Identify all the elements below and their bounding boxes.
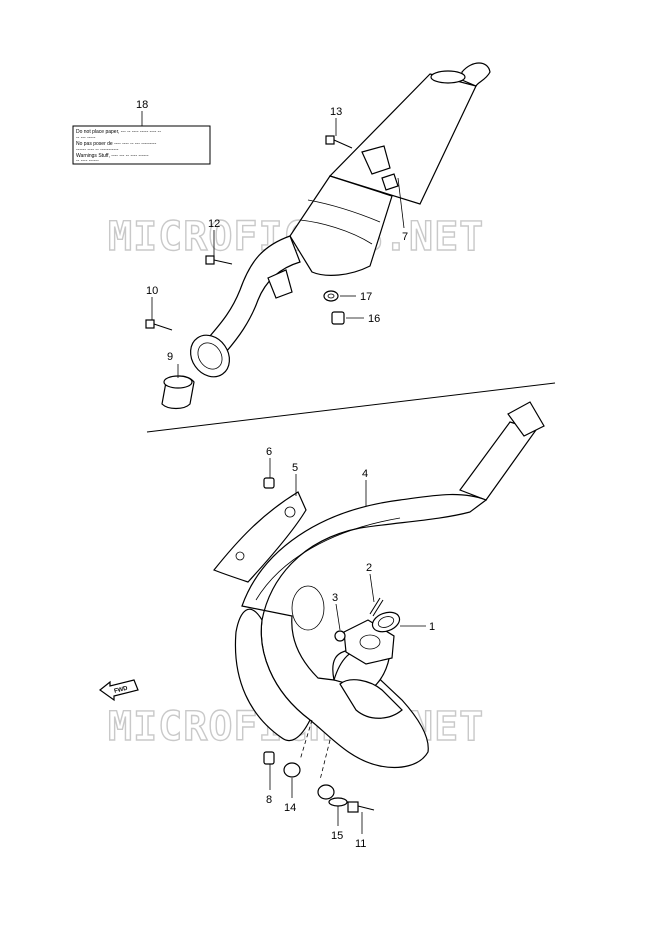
bolt-6: [263, 477, 275, 489]
leader-7: [397, 177, 405, 229]
expansion-chamber-assembly: [213, 401, 545, 813]
silencer-bracket-tab: [381, 173, 399, 191]
heat-shield-hole-1: [284, 506, 296, 518]
bolt-12-shank: [213, 259, 233, 265]
bolt-10-shank: [153, 323, 173, 331]
grommet-14: [283, 762, 301, 778]
heat-shield: [213, 491, 307, 583]
callout-5: 5: [292, 462, 298, 474]
callout-8: 8: [266, 794, 272, 806]
washer-15: [328, 797, 348, 807]
callout-11: 11: [355, 838, 366, 850]
callout-7: 7: [402, 231, 408, 243]
forward-direction-arrow: FWD: [99, 679, 139, 702]
bolt-13-head: [325, 135, 335, 145]
warning-label-line-1: Do not place paper, --- -- ---- ----- --…: [76, 129, 161, 135]
bolt-12: [205, 255, 233, 265]
grommet-15: [317, 784, 335, 800]
bolt-13: [325, 135, 353, 149]
silencer-body: [328, 73, 477, 205]
callout-13: 13: [330, 106, 342, 118]
chamber-belly: [234, 608, 311, 742]
bolt-13-shank: [333, 139, 353, 149]
bolt-11-shank: [357, 805, 375, 811]
warning-label-frame: [72, 125, 211, 165]
callout-18: 18: [136, 99, 148, 111]
bolt-8: [263, 751, 275, 765]
silencer-bracket: [361, 145, 391, 175]
silencer-end-cap: [430, 70, 466, 84]
warning-label-line-6: -- ---- ------: [76, 158, 99, 164]
exhaust-stud-2: [372, 599, 384, 617]
exhaust-clamp-inner: [197, 342, 223, 370]
exhaust-stud: [369, 597, 381, 615]
callout-15: 15: [331, 830, 343, 842]
warning-label-line-4: ------ ---- -- -----------: [76, 147, 119, 153]
callout-1: 1: [429, 621, 435, 633]
chamber-flange-port: [359, 634, 381, 650]
fwd-label: FWD: [114, 686, 129, 695]
bolt-11-head: [347, 801, 359, 813]
callout-17: 17: [360, 291, 372, 303]
inlet-pipe-bracket: [267, 269, 293, 299]
callout-3: 3: [332, 592, 338, 604]
callout-6: 6: [266, 446, 272, 458]
silencer-mid-section: [289, 175, 393, 276]
silencer-assembly: [145, 62, 491, 410]
exhaust-ring: [371, 611, 401, 633]
callout-2: 2: [366, 562, 372, 574]
warning-label-line-2: -- --- -----: [76, 135, 96, 141]
callout-4: 4: [362, 468, 368, 480]
chamber-tail-end: [507, 401, 545, 437]
warning-label-line-3: No pas poser de ---- ---- -- --- -------…: [76, 141, 157, 147]
warning-label-line-5: Warnings Stuff, ---- --- -- ---- ------: [76, 153, 149, 159]
warning-label: Do not place paper, --- -- ---- ----- --…: [72, 125, 211, 165]
leader-3: [335, 603, 341, 631]
chamber-dent: [291, 585, 325, 631]
callout-numbers: 18 13 7 12 10 17 16 9 6 5 4 2 3 1 8 14 1…: [136, 99, 435, 850]
assembly-divider-line: [146, 382, 556, 433]
silencer-seam-2: [307, 199, 381, 223]
bolt-10-head: [145, 319, 155, 329]
exhaust-ring-inner: [377, 616, 395, 628]
callout-12: 12: [208, 218, 220, 230]
washer-17-hole: [327, 293, 335, 299]
silencer-seam: [299, 219, 373, 245]
nut-3: [334, 630, 346, 642]
callout-14: 14: [284, 802, 296, 814]
callout-leaders: [141, 111, 426, 834]
silencer-tailpipe: [461, 62, 491, 87]
callout-9: 9: [167, 351, 173, 363]
bolt-10: [145, 319, 173, 331]
callout-16: 16: [368, 313, 380, 325]
leader-2: [369, 573, 375, 603]
bolt-12-head: [205, 255, 215, 265]
bolt-16: [331, 311, 345, 325]
heat-shield-hole-2: [235, 551, 245, 561]
washer-17: [323, 290, 339, 302]
fwd-arrow-icon: [99, 679, 139, 702]
callout-10: 10: [146, 285, 158, 297]
chamber-lower-bend: [339, 679, 403, 719]
bolt-11: [347, 801, 375, 813]
chamber-seam: [255, 517, 401, 601]
